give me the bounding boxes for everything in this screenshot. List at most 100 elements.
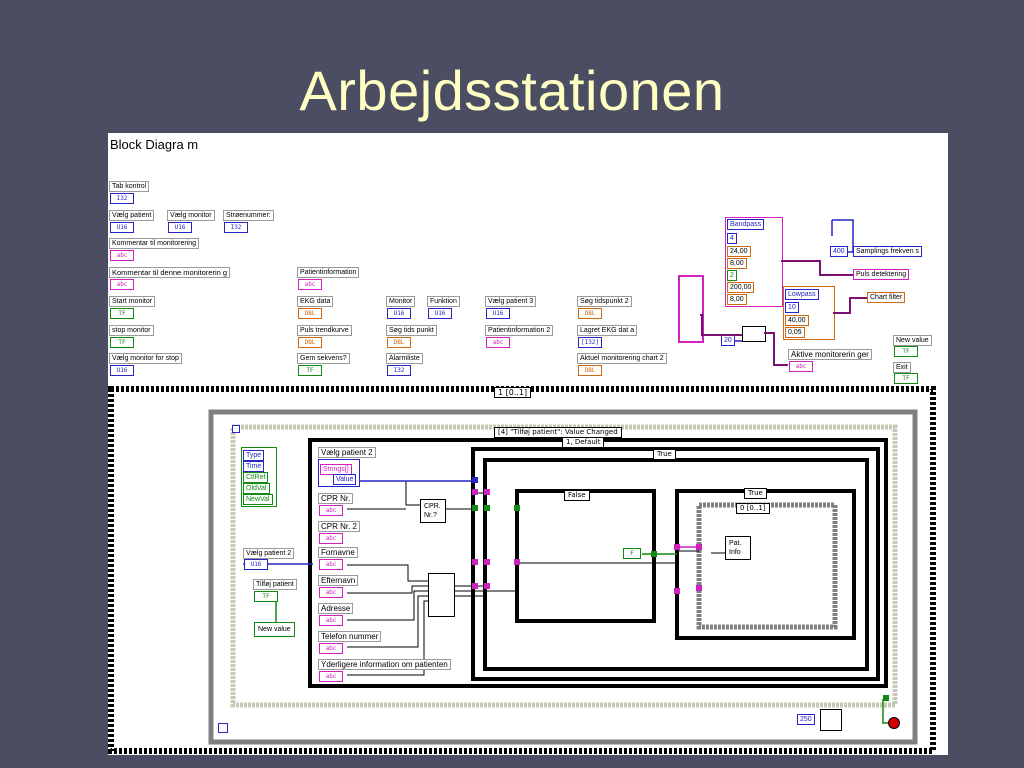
terminal-patientinformation[interactable]: abc <box>298 279 322 290</box>
label-lagret-ekg: Lagret EKG dat a <box>577 325 638 336</box>
bandpass-selector[interactable]: Bandpass <box>727 219 765 230</box>
const-400: 400 <box>830 246 848 257</box>
terminal-soeg-tidspunkt-2[interactable]: DBL <box>578 308 602 319</box>
label-stroemnummer: Strøenummer: <box>223 210 274 221</box>
label-alarmliste: Alarmliste <box>386 353 423 364</box>
terminal-stop-monitor[interactable]: TF <box>110 337 134 348</box>
label-soeg-tidspunkt-2: Søg tidspunkt 2 <box>577 296 632 307</box>
case-true-1-selector[interactable]: True <box>653 449 676 460</box>
stop-button-icon[interactable] <box>888 717 900 729</box>
subvi-pat-info[interactable]: Pat. Info <box>725 536 751 560</box>
lowpass-value-2: 40,00 <box>785 315 809 326</box>
const-250: 250 <box>797 714 815 725</box>
aktive-monitorering-label: Aktive monitorerin ger <box>788 349 872 360</box>
label-monitor: Monitor <box>386 296 416 307</box>
terminal-vaelg-patient-2[interactable]: U16 <box>244 559 268 570</box>
field-yderligere-terminal[interactable]: abc <box>319 671 343 682</box>
terminal-soeg-tidspunkt[interactable]: DBL <box>387 337 411 348</box>
window-title: Block Diagra m <box>110 137 199 152</box>
case-default-selector[interactable]: 1, Default <box>562 437 605 448</box>
block-diagram-window: Block Diagra m Tab kontrol I32 Vælg pati… <box>108 133 948 755</box>
cluster-value: Value <box>333 474 357 485</box>
terminal-alarmliste[interactable]: I32 <box>387 365 411 376</box>
label-ekg-data: EKG data <box>297 296 334 307</box>
terminal-vaelg-monitor-stop[interactable]: U16 <box>110 365 134 376</box>
field-telefon-label: Telefon nummer <box>318 631 382 642</box>
loop-index-icon <box>232 425 240 433</box>
field-cpr-label: CPR Nr. <box>318 493 354 504</box>
bandpass-value-3: 8,00 <box>727 258 747 269</box>
terminal-kommentar-denne[interactable]: abc <box>110 279 134 290</box>
label-exit: Exit <box>893 362 911 373</box>
terminal-vaelg-patient[interactable]: U16 <box>110 222 134 233</box>
cluster-label: Vælg patient 2 <box>318 447 376 458</box>
lowpass-value-1: 10 <box>785 302 799 313</box>
label-puls-trendkurve: Puls trendkurve <box>297 325 352 336</box>
build-array-node <box>428 573 455 617</box>
terminal-lagret-ekg[interactable]: [I32] <box>578 337 602 348</box>
terminal-new-value[interactable]: TF <box>894 346 918 357</box>
terminal-vaelg-patient-3[interactable]: U16 <box>486 308 510 319</box>
event-case-selector[interactable]: [4] "Tilføj patient": Value Changed <box>494 427 622 438</box>
sequence-top-selector[interactable]: 1 [0..1] <box>494 387 532 398</box>
field-cpr2-label: CPR Nr. 2 <box>318 521 361 532</box>
terminal-patientinformation-2[interactable]: abc <box>486 337 510 348</box>
field-fornavne-terminal[interactable]: abc <box>319 559 343 570</box>
terminal-ekg-data[interactable]: DBL <box>298 308 322 319</box>
terminal-vaelg-monitor[interactable]: U16 <box>168 222 192 233</box>
event-data-time: Time <box>243 461 265 472</box>
sequence-frame <box>208 409 918 745</box>
chart-filter-indicator[interactable]: Chart filter <box>867 292 906 303</box>
label-vaelg-patient-3: Vælg patient 3 <box>485 296 537 307</box>
bandpass-value-5: 200,00 <box>727 282 755 293</box>
terminal-tilfoej-patient[interactable]: TF <box>254 591 278 602</box>
bandpass-value-4: 2 <box>727 270 737 281</box>
terminal-puls-trendkurve[interactable]: DBL <box>298 337 322 348</box>
label-vaelg-patient-2: Vælg patient 2 <box>243 548 295 559</box>
label-tilfoej-patient: Tilføj patient <box>253 579 297 590</box>
field-adresse-label: Adresse <box>318 603 354 614</box>
field-cpr-terminal[interactable]: abc <box>319 505 343 516</box>
event-data-newval: NewVal <box>243 494 273 505</box>
puls-detektering-indicator[interactable]: Puls detektering <box>853 269 910 280</box>
case-true-2-selector[interactable]: True <box>744 488 767 499</box>
bandpass-value-1: 4 <box>727 233 737 244</box>
label-funktion: Funktion <box>427 296 460 307</box>
label-vaelg-monitor-stop: Vælg monitor for stop <box>109 353 182 364</box>
event-data-oldval: OldVal <box>243 483 270 494</box>
wait-timer-icon <box>820 709 842 731</box>
field-efternavn-label: Efternavn <box>318 575 359 586</box>
label-start-monitor: Start monitor <box>109 296 156 307</box>
label-soeg-tidspunkt: Søg tids punkt <box>386 325 437 336</box>
label-stop-monitor: stop monitor <box>109 325 154 336</box>
bool-const: F <box>623 548 641 559</box>
inner-sequence-selector[interactable]: 0 [0..1] <box>736 503 770 514</box>
terminal-aktuel-chart[interactable]: DBL <box>578 365 602 376</box>
terminal-aktive-monitorering[interactable]: abc <box>789 361 813 372</box>
label-vaelg-patient: Vælg patient <box>109 210 155 221</box>
terminal-funktion[interactable]: U16 <box>428 308 452 319</box>
terminal-monitor[interactable]: U16 <box>387 308 411 319</box>
field-telefon-terminal[interactable]: abc <box>319 643 343 654</box>
label-tab-kontrol: Tab kontrol <box>109 181 150 192</box>
new-value-node[interactable]: New value <box>254 622 295 637</box>
subvi-cpr[interactable]: CPR. Nr.? <box>420 499 446 523</box>
terminal-tab-kontrol[interactable]: I32 <box>110 193 134 204</box>
label-new-value: New value <box>893 335 932 346</box>
field-efternavn-terminal[interactable]: abc <box>319 587 343 598</box>
terminal-exit[interactable]: TF <box>894 373 918 384</box>
field-adresse-terminal[interactable]: abc <box>319 615 343 626</box>
field-fornavne-label: Fornavne <box>318 547 358 558</box>
terminal-start-monitor[interactable]: TF <box>110 308 134 319</box>
terminal-stroemnummer[interactable]: I32 <box>224 222 248 233</box>
bandpass-cluster: Bandpass 4 24,00 8,00 2 200,00 8,00 <box>725 217 783 307</box>
terminal-kommentar-monitorering[interactable]: abc <box>110 250 134 261</box>
field-cpr2-terminal[interactable]: abc <box>319 533 343 544</box>
field-yderligere-label: Yderligere information om patienten <box>318 659 451 670</box>
label-vaelg-monitor: Vælg monitor <box>167 210 215 221</box>
lowpass-selector[interactable]: Lowpass <box>785 289 819 300</box>
case-false-selector[interactable]: False <box>564 490 590 501</box>
slide-title: Arbejdsstationen <box>299 59 725 122</box>
label-patientinformation: Patientinformation <box>297 267 360 278</box>
terminal-gem-sekvens[interactable]: TF <box>298 365 322 376</box>
